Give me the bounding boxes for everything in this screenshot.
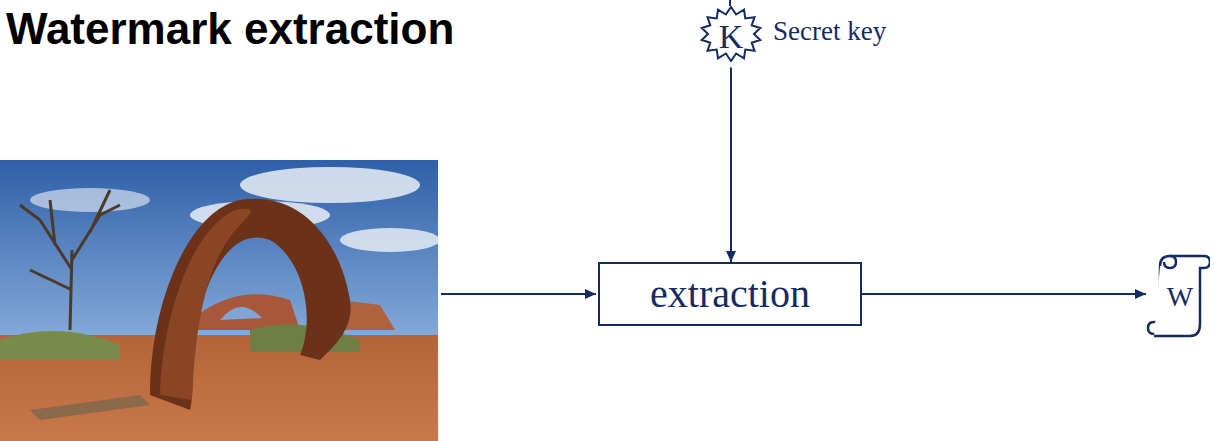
secret-key-star: K: [700, 6, 762, 67]
node-text: extraction: [650, 272, 810, 316]
image-input-arrow: [441, 293, 596, 295]
process-box: extraction: [598, 262, 862, 326]
key-input-line: [729, 0, 731, 6]
node-text: K: [719, 18, 744, 55]
watermark-scroll: W: [1146, 252, 1210, 338]
node-text: W: [1167, 282, 1193, 313]
key-label: Secret key: [773, 16, 886, 47]
flow-arrow: [730, 67, 732, 262]
slide-title: Watermark extraction: [6, 4, 454, 54]
flow-arrow: [862, 293, 1146, 295]
desert-arch-photo: [0, 160, 440, 441]
